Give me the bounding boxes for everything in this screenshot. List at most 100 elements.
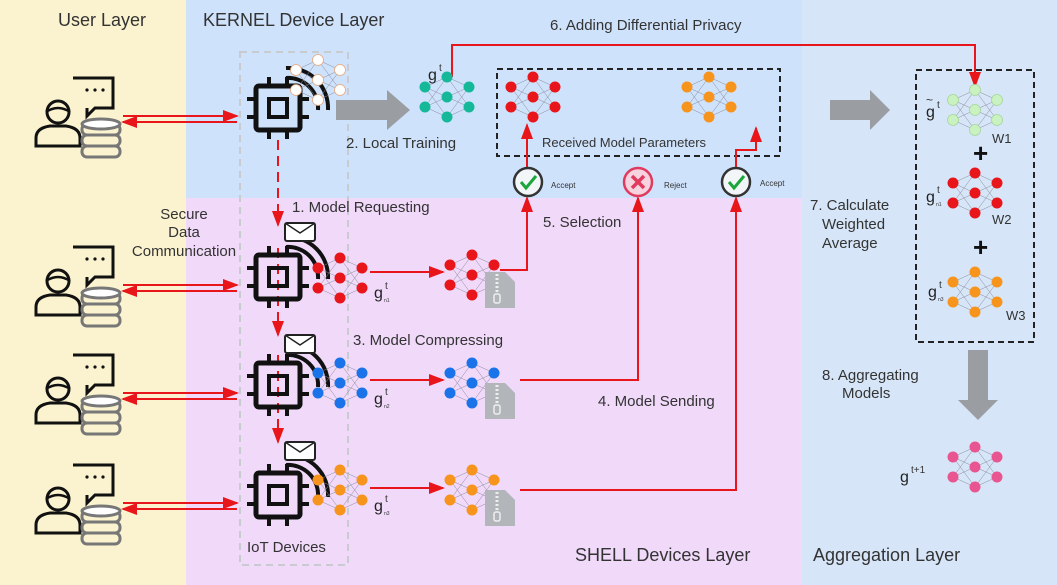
net-node (947, 451, 959, 463)
accept-label-1: Accept (551, 181, 576, 190)
net-node (290, 64, 302, 76)
step-1-label: 1. Model Requesting (292, 199, 430, 216)
svg-text:g: g (926, 104, 935, 121)
accept-to-received-arrow-2 (735, 126, 762, 168)
kernel-layer-title: KERNEL Device Layer (203, 10, 384, 30)
diagram-shapes (34, 54, 1003, 546)
user-hair (45, 383, 71, 391)
step-2-label: 2. Local Training (346, 135, 456, 152)
net-node (356, 367, 368, 379)
svg-text:t: t (937, 185, 940, 196)
net-node (312, 262, 324, 274)
chip-body (253, 470, 303, 520)
database-icon (80, 531, 122, 546)
zip-file (485, 272, 515, 308)
step-3-label: 3. Model Compressing (353, 332, 503, 349)
net-node (991, 296, 1003, 308)
svg-text:g: g (428, 67, 437, 84)
net-node (444, 494, 456, 506)
net-edge (974, 182, 998, 214)
net-node (947, 114, 959, 126)
envelope-flap (284, 441, 316, 453)
net-node (466, 484, 478, 496)
net-edge (952, 172, 976, 204)
net-node (466, 464, 478, 476)
net-node (334, 292, 346, 304)
net-node (991, 276, 1003, 288)
chip-core (267, 266, 289, 288)
net-node (969, 84, 981, 96)
user-layer-title: User Layer (58, 10, 146, 30)
aggregation-layer-bg (802, 0, 1057, 585)
step-8-line1: 8. Aggregating (822, 367, 919, 384)
compressed-model-n1 (444, 249, 500, 301)
secure-line3: Communication (132, 243, 236, 260)
connection-arrows (121, 44, 981, 515)
net-node (991, 94, 1003, 106)
net-node (444, 279, 456, 291)
chip-core (267, 97, 289, 119)
net-edge (686, 76, 710, 108)
net-node (312, 282, 324, 294)
iot-devices-label: IoT Devices (247, 539, 326, 556)
net-node (312, 74, 324, 86)
user-icon-2 (34, 245, 122, 328)
net-node (312, 387, 324, 399)
net-node (947, 197, 959, 209)
net-edge (446, 86, 470, 118)
user-hair (45, 493, 71, 501)
svg-text:t: t (939, 280, 942, 291)
aggregating-down-arrow (958, 350, 998, 420)
net-node (991, 471, 1003, 483)
user-body-icon (34, 124, 82, 148)
envelope-icon (284, 334, 316, 354)
net-node (969, 266, 981, 278)
net-edge (339, 372, 363, 404)
svg-text:t: t (385, 494, 388, 505)
step-7-line1: 7. Calculate (810, 197, 889, 214)
svg-text:n3: n3 (384, 511, 390, 517)
net-edge (510, 76, 534, 108)
net-node (312, 474, 324, 486)
aggregated-model-gt1 (947, 441, 1003, 493)
envelope-icon (284, 222, 316, 242)
net-edge (449, 254, 473, 286)
step-8-line2: Models (842, 385, 890, 402)
accept-label-2: Accept (760, 179, 785, 188)
net-node (334, 464, 346, 476)
net-edge (339, 267, 363, 299)
net-edge (974, 99, 998, 131)
net-edge (339, 479, 363, 511)
svg-text:n2: n2 (384, 404, 390, 410)
speech-bubble-icon (73, 463, 115, 507)
net-node (356, 474, 368, 486)
zip-pull (493, 293, 501, 304)
user-body-icon (34, 401, 82, 425)
reject-label: Reject (664, 181, 687, 190)
local-training-arrow (336, 90, 410, 130)
net-node (444, 474, 456, 486)
zip-file-icon (485, 490, 515, 526)
shell-layer-title: SHELL Devices Layer (575, 545, 750, 565)
zip-file-icon (485, 272, 515, 308)
step-5-label: 5. Selection (543, 214, 621, 231)
user-hair (45, 275, 71, 283)
net-node (969, 104, 981, 116)
chip-core (267, 374, 289, 396)
check-icon (519, 175, 538, 191)
dp-arrow (451, 44, 981, 88)
iot-devices-group (239, 51, 349, 566)
net-node (312, 94, 324, 106)
net-node (969, 481, 981, 493)
dot (93, 475, 97, 479)
aggregation-arrow (830, 90, 890, 130)
weighted-average-box (915, 69, 1035, 343)
net-node (444, 259, 456, 271)
iot-device-chip-3 (247, 342, 331, 416)
net-node (466, 249, 478, 261)
svg-text:t: t (385, 281, 388, 292)
